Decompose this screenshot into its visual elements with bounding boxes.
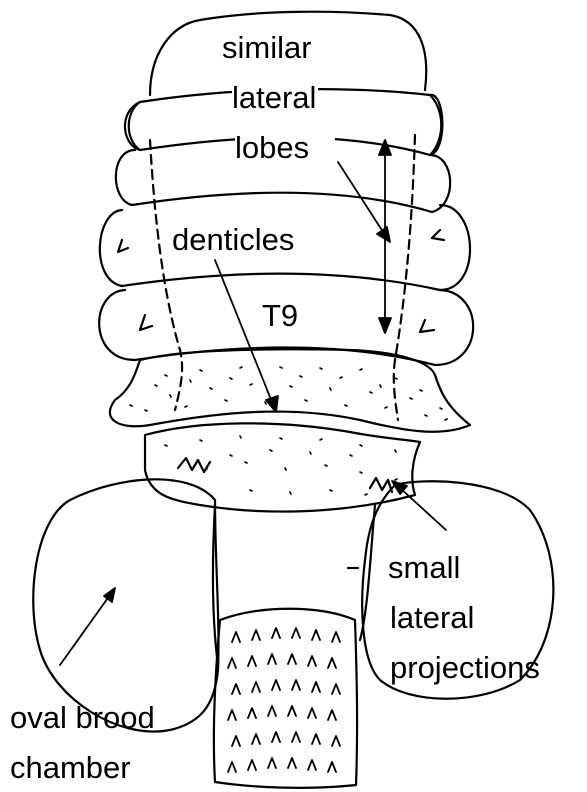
label-projections: projections: [390, 650, 540, 685]
arrow-denticles-head: [266, 396, 278, 412]
lateral-lobe-left-3: [116, 150, 135, 205]
arrow-lobes-double-head-bottom: [379, 318, 391, 333]
label-chamber: chamber: [10, 750, 131, 785]
chevron-marks: [228, 628, 340, 772]
label-lateral-projections: lateral: [390, 600, 474, 635]
arrow-lobes-double-head-top: [379, 140, 391, 155]
denticle-hook-right-5: [420, 320, 434, 332]
oval-brood-chamber-left: [33, 479, 218, 731]
arrow-lobes-to-right: [338, 162, 385, 235]
small-lateral-projection-left: [178, 458, 210, 472]
denticle-hook-left-4: [118, 240, 128, 252]
lateral-lobe-right-3: [430, 155, 450, 212]
lateral-lobe-right-4: [440, 205, 470, 290]
lateral-lobe-right-5: [435, 290, 473, 365]
segment-line-3: [132, 193, 432, 212]
pointer-arrows: [60, 140, 446, 665]
projection-segment: [145, 423, 420, 511]
terminal-segment: [214, 609, 357, 788]
dashed-line-left: [150, 140, 182, 410]
label-oval-brood: oval brood: [10, 700, 155, 735]
dashed-line-right: [394, 135, 415, 420]
label-lateral: lateral: [232, 80, 316, 115]
small-lateral-projection-right: [370, 478, 392, 492]
label-similar: similar: [222, 30, 312, 65]
arrow-brood-chamber: [60, 595, 110, 665]
denticle-hook-left-5: [140, 315, 152, 330]
lateral-lobe-left-5: [99, 290, 135, 360]
label-t9: T9: [262, 298, 298, 333]
label-denticles: denticles: [172, 222, 294, 257]
label-small: small: [388, 550, 460, 585]
arrow-lobes-to-right-head: [377, 227, 390, 242]
denticle-plate: [110, 349, 470, 431]
label-lobes: lobes: [235, 130, 309, 165]
segment-line-4: [122, 274, 440, 290]
denticle-hook-right-4: [432, 230, 444, 240]
arrow-projections: [400, 488, 446, 530]
